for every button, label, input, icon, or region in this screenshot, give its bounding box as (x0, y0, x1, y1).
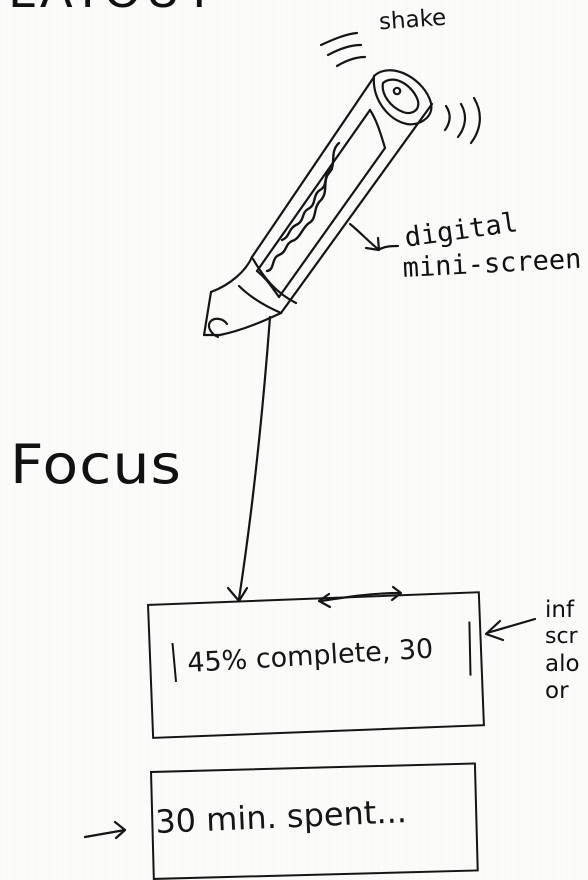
time-spent-screen-text: 30 min. spent... (155, 792, 408, 841)
callout-arrow-digital (350, 224, 398, 250)
time-spent-screen: 30 min. spent... (150, 762, 479, 879)
screen-left-edge-mark (172, 643, 178, 682)
focus-progress-screen: 45% complete, 30 (147, 591, 485, 739)
connector-arrow-down (228, 317, 270, 601)
bottom-arrow (85, 822, 125, 838)
progress-screen-text: 45% complete, 30 (186, 633, 434, 679)
side-note-line-4: or (545, 680, 569, 703)
layout-heading: LAYOUT (8, 0, 218, 15)
screen-right-edge-mark (468, 622, 471, 676)
focus-heading: Focus (10, 438, 182, 492)
side-note-line-1: inf (545, 599, 574, 622)
pencil-device-icon (204, 70, 432, 337)
shake-label: shake (378, 7, 447, 35)
side-note-line-2: scr (545, 626, 578, 648)
shake-motion-icon (321, 33, 480, 143)
side-note-line-3: alo (545, 653, 580, 676)
side-note-arrow (486, 619, 535, 640)
